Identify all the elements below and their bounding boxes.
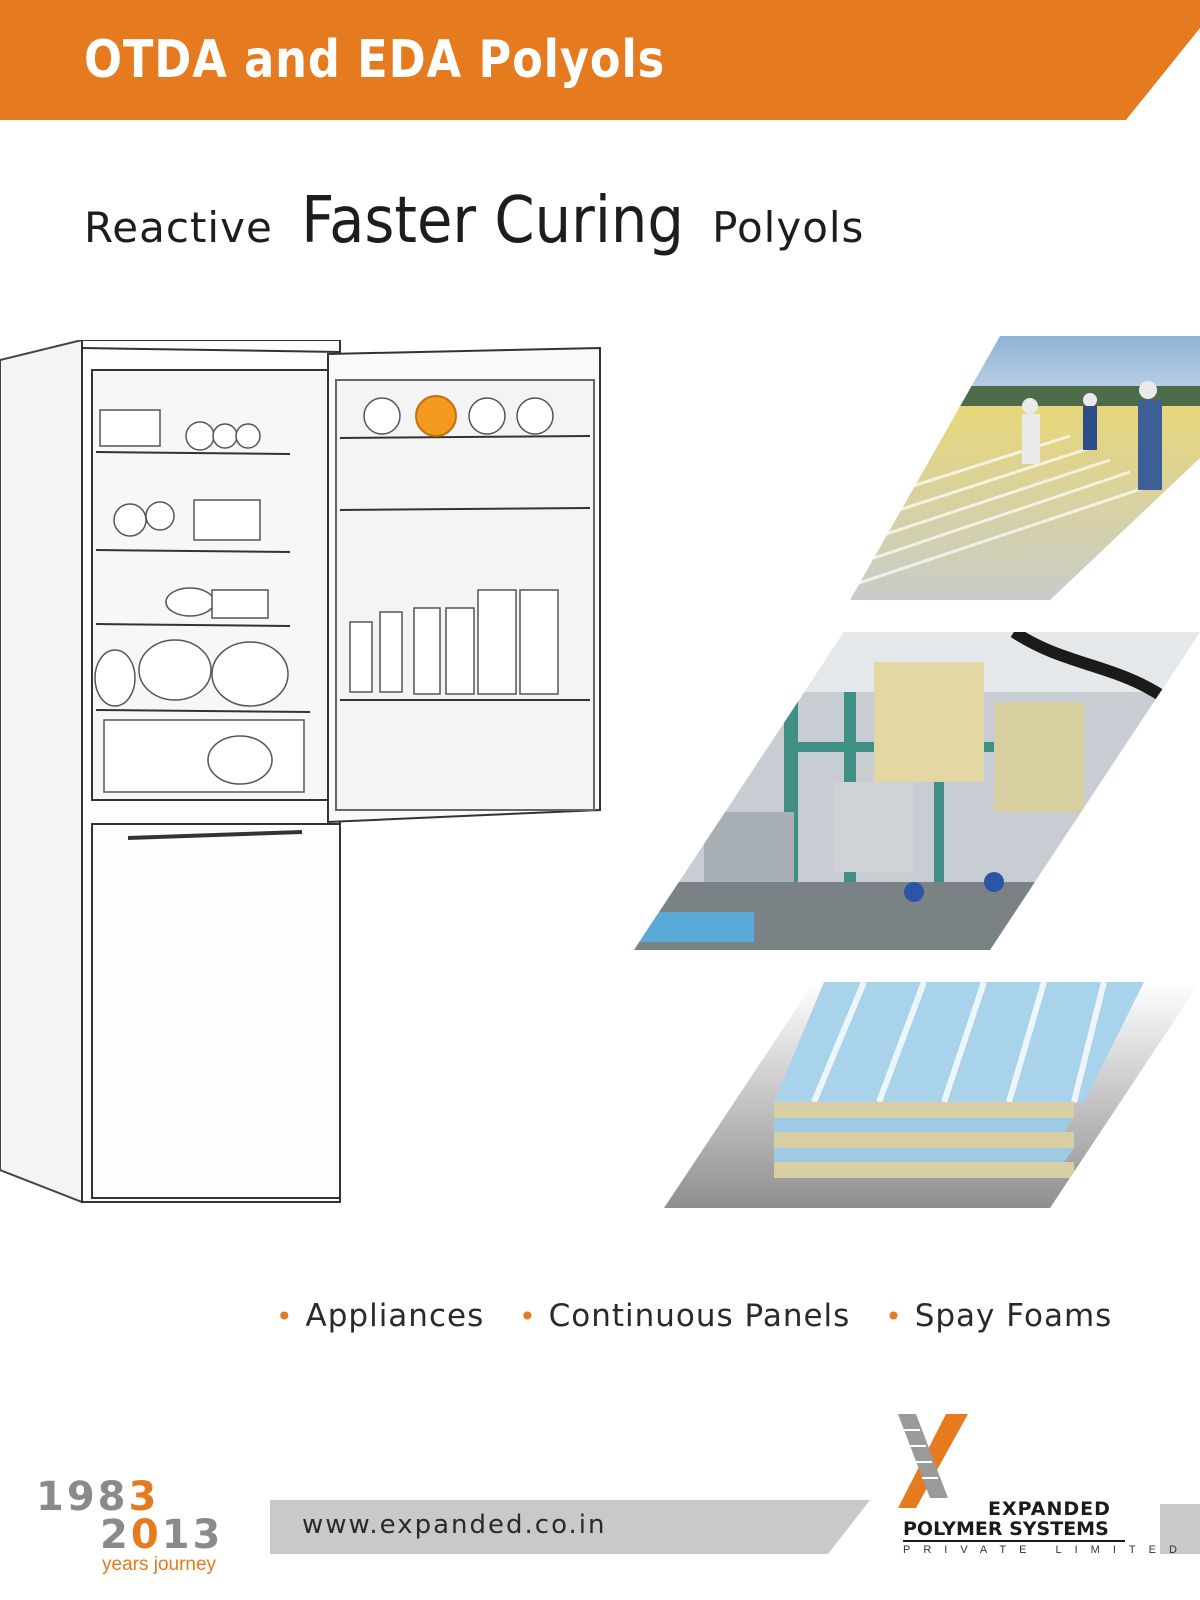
company-name-line3: PRIVATE LIMITED (903, 1544, 1190, 1556)
company-name-line2: POLYMER SYSTEMS (903, 1518, 1109, 1540)
start-year-prefix: 198 (36, 1474, 129, 1520)
end-year-first: 2 (100, 1512, 131, 1558)
tagline: Reactive Faster Curing Polyols (84, 184, 864, 258)
company-logo-icon (898, 1414, 1138, 1554)
start-year-highlight: 3 (128, 1474, 160, 1520)
url-band-end (1160, 1504, 1200, 1554)
application-item: Appliances (305, 1298, 485, 1334)
start-year: 1983 (36, 1474, 223, 1520)
refrigerator-illustration (0, 338, 620, 1240)
website-link[interactable]: www.expanded.co.in (302, 1510, 607, 1540)
end-year-highlight: 0 (130, 1512, 162, 1558)
sandwich-panels-photo (664, 982, 1200, 1208)
tagline-prefix: Reactive (84, 203, 273, 252)
bullet-icon: • (276, 1300, 294, 1333)
end-year-rest: 13 (161, 1512, 224, 1558)
company-name-line1: EXPANDED (988, 1498, 1111, 1520)
page-title: OTDA and EDA Polyols (84, 30, 666, 90)
end-year: 2013 (100, 1512, 223, 1558)
url-band (270, 1500, 870, 1554)
bullet-icon: • (885, 1300, 903, 1333)
tagline-emphasis: Faster Curing (301, 184, 684, 258)
tagline-suffix: Polyols (712, 203, 865, 252)
bullet-icon: • (519, 1300, 537, 1333)
application-item: Spay Foams (914, 1298, 1113, 1334)
applications-list: • Appliances • Continuous Panels • Spay Foa… (276, 1298, 1136, 1334)
production-line-photo (634, 632, 1200, 950)
anniversary-caption: years journey (102, 1554, 217, 1575)
header-band (0, 0, 1200, 120)
spray-foam-roof-photo (850, 336, 1200, 600)
anniversary-badge: 1983 2013 years journey (36, 1474, 223, 1576)
logo-divider (903, 1540, 1125, 1542)
application-item: Continuous Panels (548, 1298, 851, 1334)
